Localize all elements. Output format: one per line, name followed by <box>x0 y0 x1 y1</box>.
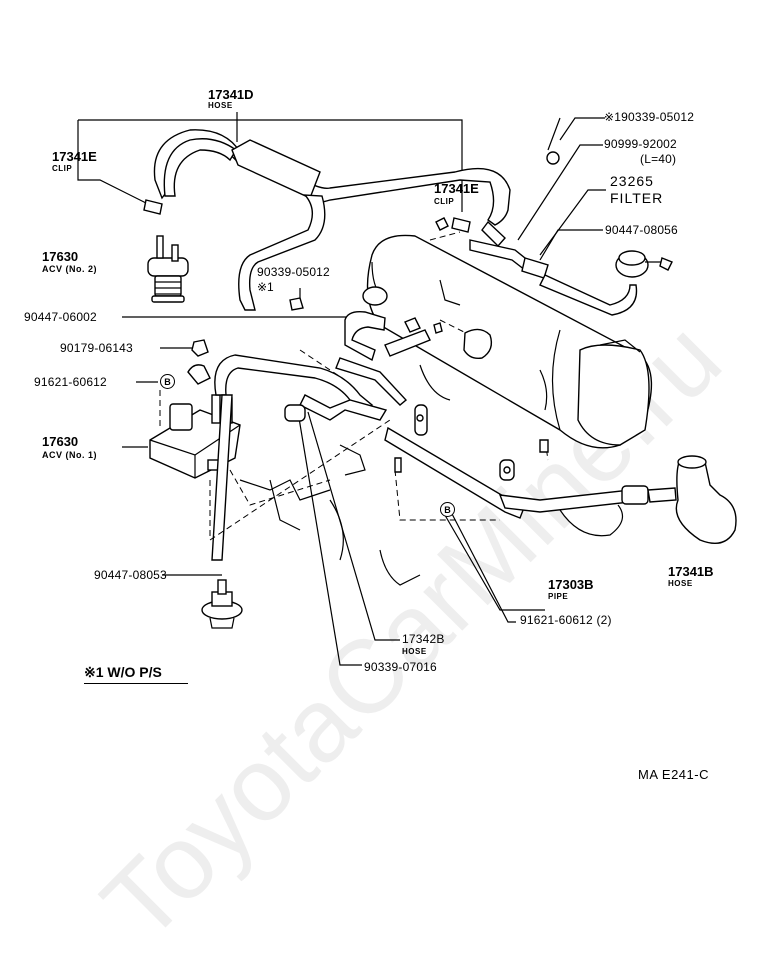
label-clip-17341e-right-sub: CLIP <box>434 197 455 206</box>
label-hose-17341b: 17341B <box>668 564 714 579</box>
label-90999-92002: 90999-92002 <box>604 137 677 151</box>
label-90339-05012-mark: ※1 <box>257 280 274 294</box>
circle-marker-b: B <box>160 374 175 389</box>
label-90447-06002: 90447-06002 <box>24 310 97 324</box>
label-90339-05012: 90339-05012 <box>257 265 330 279</box>
label-acv-no1: 17630 <box>42 434 79 449</box>
leader-lines <box>77 112 606 666</box>
bolts <box>394 217 549 473</box>
hose-17341b <box>647 455 737 544</box>
label-hose-17342b-sub: HOSE <box>402 647 427 656</box>
label-acv-no1-sub: ACV (No. 1) <box>42 450 97 460</box>
note-underline <box>84 683 188 684</box>
label-pipe-17303b: 17303B <box>548 577 594 592</box>
label-clip-17341e-right: 17341E <box>434 181 479 196</box>
label-acv-no2: 17630 <box>42 249 79 264</box>
label-90447-08056: 90447-08056 <box>605 223 678 237</box>
label-90179-06143: 90179-06143 <box>60 341 133 355</box>
vacuum-valve <box>201 579 243 629</box>
label-90447-08053: 90447-08053 <box>94 568 167 582</box>
label-acv-no2-sub: ACV (No. 2) <box>42 264 97 274</box>
clips <box>143 151 560 233</box>
label-90999-92002-sub: (L=40) <box>640 152 677 166</box>
pipe-17303b <box>384 404 649 519</box>
label-90339-07016: 90339-07016 <box>364 660 437 674</box>
label-hose-17341b-sub: HOSE <box>668 579 693 588</box>
filter-assembly <box>469 239 673 316</box>
label-hose-17342b: 17342B <box>402 632 445 646</box>
label-pipe-17303b-sub: PIPE <box>548 592 569 601</box>
engine-outline <box>159 231 624 586</box>
label-hose-17341d-sub: HOSE <box>208 101 233 110</box>
label-filter-sub: FILTER <box>610 190 664 206</box>
label-190339-05012: ※190339-05012 <box>604 110 695 124</box>
label-clip-17341e-left: 17341E <box>52 149 97 164</box>
upper-hose <box>153 129 511 311</box>
circle-marker-b-2: B <box>440 502 455 517</box>
label-filter-23265: 23265 <box>610 173 654 189</box>
label-91621-60612-2: 91621-60612 (2) <box>520 613 612 627</box>
diagram-code: MA E241-C <box>638 767 709 782</box>
central-hoses <box>211 310 431 561</box>
canister <box>362 234 653 449</box>
label-hose-17341d: 17341D <box>208 87 254 102</box>
acv-no2 <box>147 235 189 303</box>
label-91621-60612: 91621-60612 <box>34 375 107 389</box>
label-clip-17341e-left-sub: CLIP <box>52 164 73 173</box>
note-wo-ps: ※1 W/O P/S <box>84 664 162 680</box>
small-fittings <box>187 297 304 385</box>
